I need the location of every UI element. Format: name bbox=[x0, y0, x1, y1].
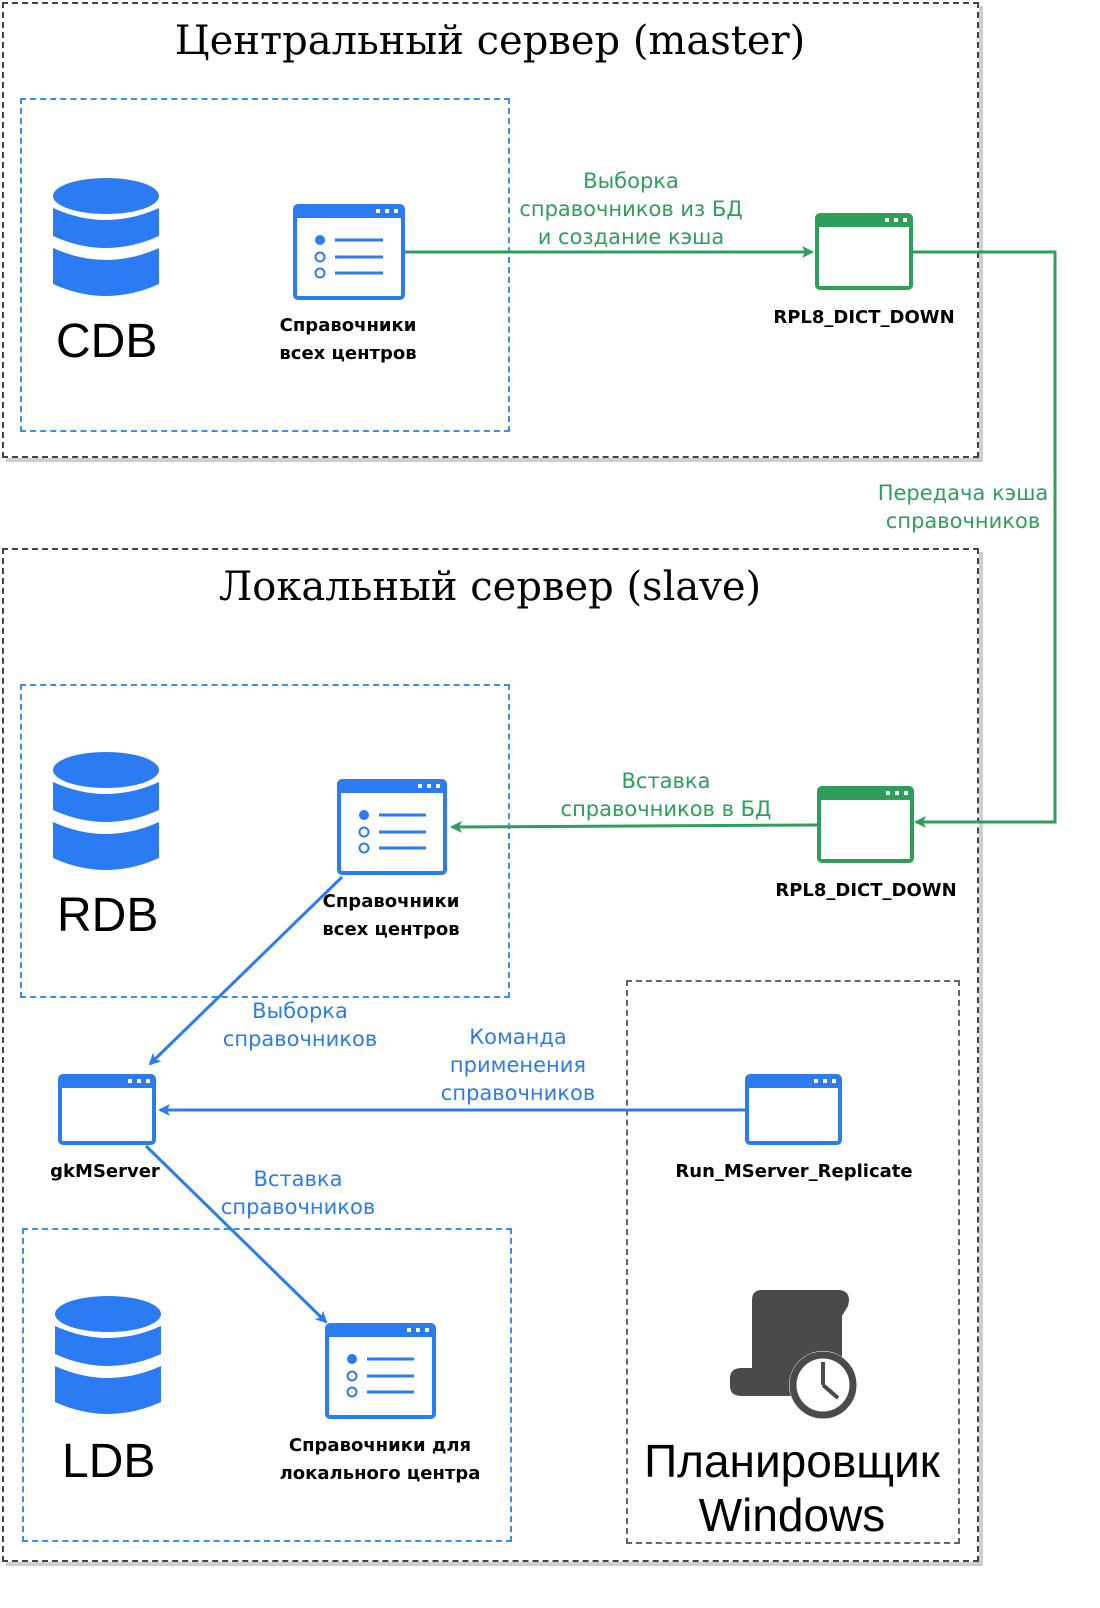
rdb-label: RDB bbox=[57, 889, 159, 942]
master-proc-window-icon bbox=[815, 213, 913, 290]
scheduler-script-clock-icon bbox=[730, 1290, 857, 1419]
slave-title: Локальный сервер (slave) bbox=[218, 564, 762, 610]
local-dict-label: Справочники для локального центра bbox=[279, 1435, 481, 1484]
master-select-edge-label: Выборка справочников из БД и создание кэ… bbox=[519, 169, 743, 249]
apply-command-edge-label: Команда применения справочников bbox=[440, 1025, 596, 1105]
replicate-window-icon bbox=[745, 1074, 842, 1145]
cdb-zone bbox=[20, 98, 510, 432]
select-dicts-edge-label: Выборка справочников bbox=[222, 999, 378, 1051]
slave-proc-label: RPL8_DICT_DOWN bbox=[775, 880, 957, 901]
scheduler-label: Планировщик Windows bbox=[644, 1435, 940, 1541]
gkmserver-window-icon bbox=[58, 1074, 156, 1145]
master-server-box bbox=[2, 2, 979, 458]
master-dict-list-window-icon bbox=[293, 204, 405, 300]
master-proc-label: RPL8_DICT_DOWN bbox=[773, 307, 955, 328]
transfer-edge-label: Передача кэша справочников bbox=[877, 481, 1049, 533]
slave-insert-edge-label: Вставка справочников в БД bbox=[560, 769, 772, 821]
arrow-transfer-cache bbox=[913, 250, 1057, 828]
arrow-select-dicts bbox=[148, 875, 344, 1066]
slave-dict-label: Справочники всех центров bbox=[322, 891, 460, 940]
gkmserver-label: gkMServer bbox=[50, 1161, 160, 1182]
cdb-database-icon bbox=[53, 178, 159, 296]
slave-server-box bbox=[2, 548, 979, 1562]
master-title: Центральный сервер (master) bbox=[174, 18, 806, 64]
slave-dict-list-window-icon bbox=[337, 779, 447, 875]
rdb-database-icon bbox=[53, 752, 159, 870]
cdb-label: CDB bbox=[56, 315, 158, 368]
rdb-zone bbox=[20, 684, 510, 998]
insert-local-edge-label: Вставка справочников bbox=[220, 1167, 376, 1219]
ldb-database-icon bbox=[55, 1296, 161, 1414]
local-dict-list-window-icon bbox=[325, 1323, 436, 1419]
ldb-label: LDB bbox=[62, 1435, 156, 1488]
scheduler-zone bbox=[626, 980, 960, 1544]
ldb-zone bbox=[22, 1228, 512, 1542]
replicate-label: Run_MServer_Replicate bbox=[675, 1161, 913, 1182]
arrow-slave-insert bbox=[450, 820, 818, 833]
arrow-insert-local bbox=[144, 1144, 328, 1324]
slave-proc-window-icon bbox=[817, 786, 914, 863]
master-dict-label: Справочники всех центров bbox=[279, 315, 417, 364]
